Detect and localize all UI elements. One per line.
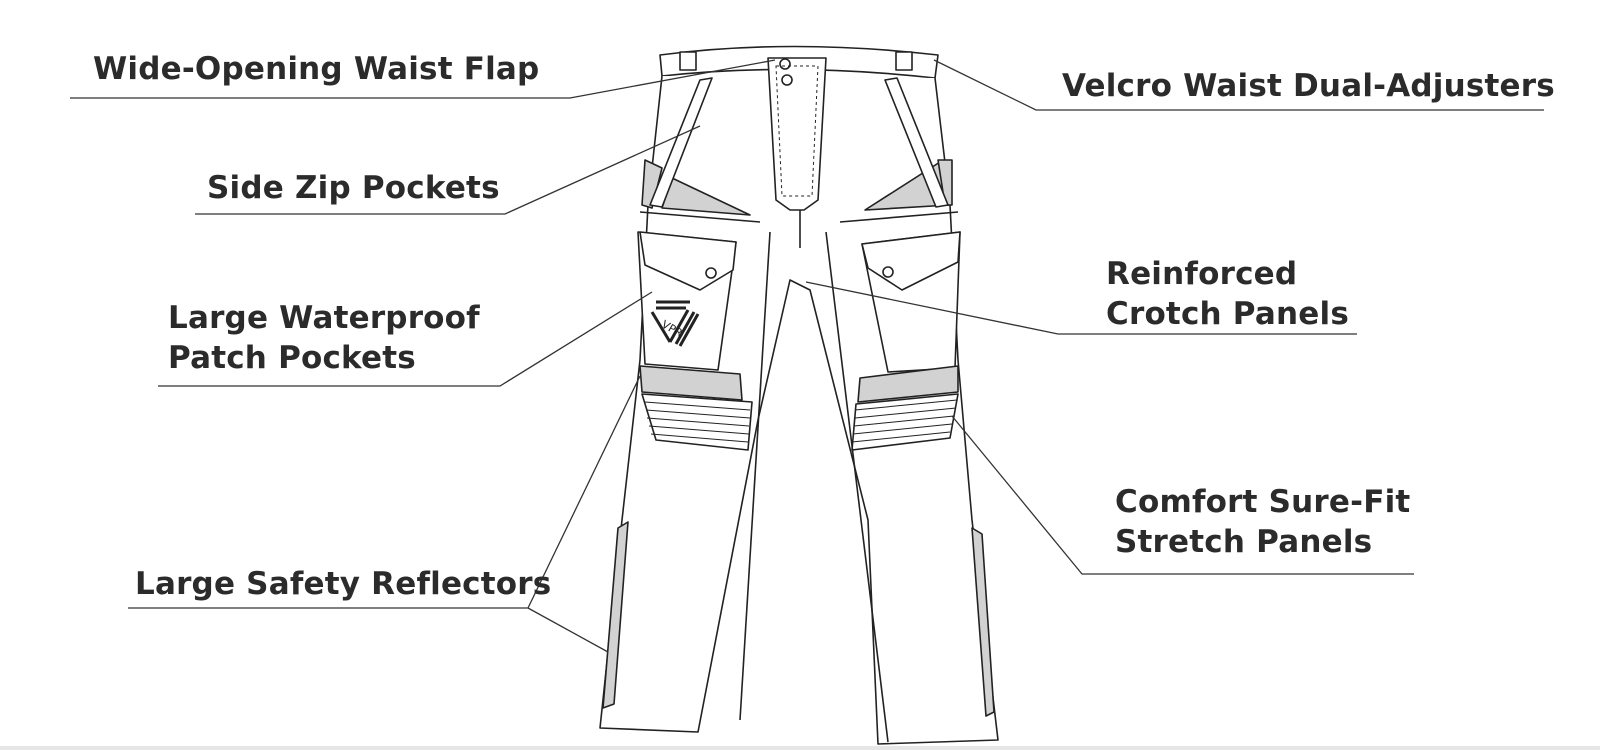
left-belt-loop	[679, 51, 697, 71]
waist-flap	[767, 57, 827, 211]
right-side-zip	[884, 77, 949, 208]
label-stretch-panels-line2: Stretch Panels	[1115, 524, 1373, 560]
left-inner-seam	[739, 231, 771, 721]
bottom-divider	[0, 746, 1600, 750]
label-waist-flap: Wide-Opening Waist Flap	[93, 51, 540, 87]
right-knee-ribs	[851, 399, 958, 443]
left-knee-ribs	[644, 401, 751, 443]
flap-snap-bottom	[781, 74, 793, 86]
label-side-zip-pockets: Side Zip Pockets	[207, 170, 500, 206]
label-patch-pockets-line2: Patch Pockets	[168, 340, 416, 376]
label-velcro-adjusters: Velcro Waist Dual-Adjusters	[1062, 68, 1555, 104]
label-crotch-panels-line1: Reinforced	[1106, 256, 1298, 292]
label-patch-pockets: Large Waterproof Patch Pockets	[168, 298, 480, 378]
leader-patch-pockets	[158, 291, 653, 387]
leader-lines	[70, 59, 1544, 653]
label-patch-pockets-line1: Large Waterproof	[168, 300, 480, 336]
right-pocket-flap	[861, 231, 961, 291]
left-pocket-flap	[639, 231, 737, 291]
brand-logo	[650, 300, 700, 347]
right-knee-panel-top	[857, 365, 959, 403]
label-safety-reflectors: Large Safety Reflectors	[135, 566, 552, 602]
right-inner-seam	[825, 231, 889, 743]
label-stretch-panels: Comfort Sure-Fit Stretch Panels	[1115, 482, 1410, 562]
label-stretch-panels-line1: Comfort Sure-Fit	[1115, 484, 1411, 520]
hip-seam	[639, 211, 959, 223]
left-reflector	[602, 521, 629, 709]
left-yoke-panel	[641, 159, 663, 209]
leader-side-zip	[195, 125, 701, 215]
right-reflector	[971, 527, 995, 717]
leader-crotch-panels	[805, 281, 1357, 335]
leader-velcro-adjusters	[933, 59, 1544, 111]
flap-snap-top	[779, 58, 791, 70]
right-pocket-button	[882, 266, 894, 278]
right-belt-loop	[895, 51, 913, 71]
label-crotch-panels: Reinforced Crotch Panels	[1106, 254, 1349, 334]
left-pocket-button	[705, 267, 717, 279]
leader-stretch-panels	[951, 415, 1414, 575]
left-knee-panel-top	[639, 365, 743, 401]
left-side-zip	[649, 77, 713, 208]
leader-safety-reflectors	[128, 375, 641, 653]
label-crotch-panels-line2: Crotch Panels	[1106, 296, 1349, 332]
leader-waist-flap	[70, 59, 776, 99]
